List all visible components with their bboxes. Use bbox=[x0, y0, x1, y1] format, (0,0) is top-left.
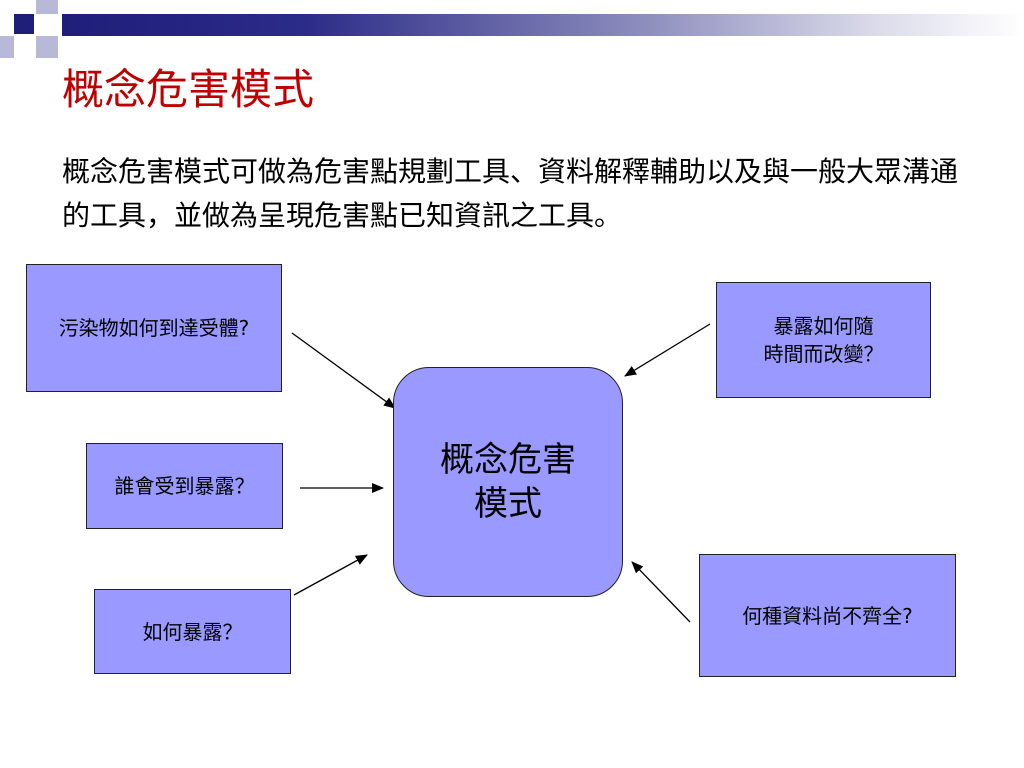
header-square-light bbox=[0, 36, 14, 58]
box-pathway: 污染物如何到達受體? bbox=[26, 264, 282, 392]
arrow-route bbox=[293, 554, 368, 596]
box-gaps: 何種資料尚不齊全? bbox=[699, 554, 956, 677]
header-square-light bbox=[36, 0, 58, 14]
box-route: 如何暴露？ bbox=[94, 589, 291, 674]
slide-title: 概念危害模式 bbox=[62, 65, 315, 114]
header-square-light bbox=[36, 36, 58, 58]
box-receptor: 誰會受到暴露？ bbox=[86, 443, 283, 529]
arrow-time bbox=[624, 323, 711, 377]
header-square-dark bbox=[14, 14, 34, 34]
header-gradient-bar bbox=[62, 14, 1024, 36]
box-time: 暴露如何隨 時間而改變？ bbox=[716, 282, 931, 398]
slide-paragraph: 概念危害模式可做為危害點規劃工具、資料解釋輔助以及與一般大眾溝通的工具，並做為呈… bbox=[62, 155, 959, 232]
center-concept-box: 概念危害 模式 bbox=[393, 367, 623, 597]
arrow-pathway bbox=[291, 332, 396, 409]
arrow-gaps bbox=[631, 561, 691, 623]
